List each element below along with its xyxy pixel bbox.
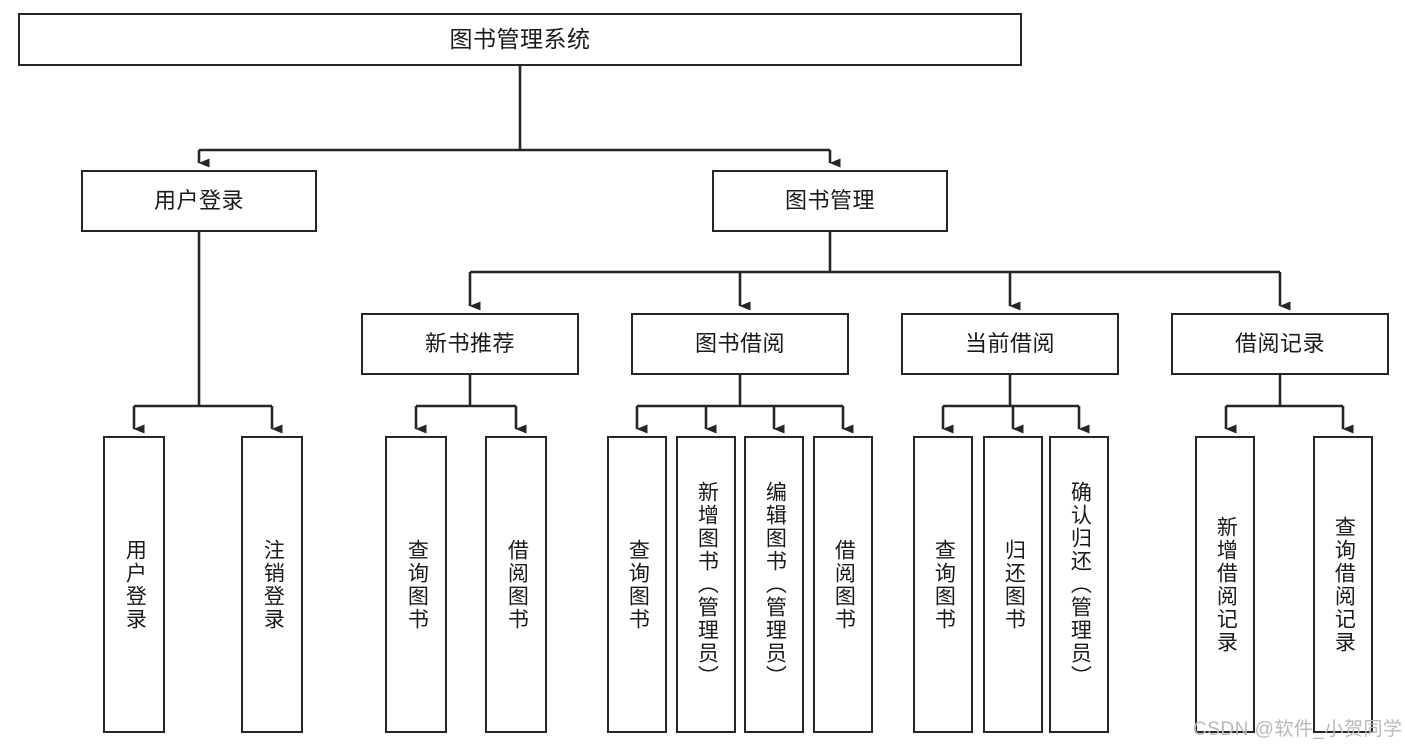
leaf-label: 新增图书（管理员） bbox=[695, 481, 719, 688]
leaf-label: 确认归还（管理员） bbox=[1068, 481, 1092, 688]
node-label: 当前借阅 bbox=[964, 331, 1055, 357]
leaf-label: 借阅图书 bbox=[505, 538, 529, 631]
leaf-label: 查询图书 bbox=[932, 538, 956, 631]
leaf-add-book-admin[interactable]: 新增图书（管理员） bbox=[676, 436, 736, 733]
node-book-borrow[interactable]: 图书借阅 bbox=[631, 313, 849, 375]
node-borrow-records[interactable]: 借阅记录 bbox=[1171, 313, 1389, 375]
leaf-query-borrow-record[interactable]: 查询借阅记录 bbox=[1313, 436, 1373, 733]
node-label: 图书管理 bbox=[784, 188, 875, 214]
leaf-add-borrow-record[interactable]: 新增借阅记录 bbox=[1195, 436, 1255, 733]
leaf-user-login[interactable]: 用户登录 bbox=[103, 436, 165, 733]
leaf-borrow-book-newbook[interactable]: 借阅图书 bbox=[485, 436, 547, 733]
node-root-system[interactable]: 图书管理系统 bbox=[18, 13, 1022, 66]
leaf-query-book-current[interactable]: 查询图书 bbox=[913, 436, 973, 733]
node-label: 图书管理系统 bbox=[449, 26, 591, 53]
leaf-query-book-newbook[interactable]: 查询图书 bbox=[385, 436, 447, 733]
node-label: 借阅记录 bbox=[1234, 331, 1325, 357]
leaf-confirm-return-admin[interactable]: 确认归还（管理员） bbox=[1049, 436, 1109, 733]
node-current-borrow[interactable]: 当前借阅 bbox=[901, 313, 1119, 375]
leaf-label: 编辑图书（管理员） bbox=[763, 481, 787, 688]
leaf-query-book-borrow[interactable]: 查询图书 bbox=[607, 436, 667, 733]
leaf-return-book[interactable]: 归还图书 bbox=[983, 436, 1043, 733]
leaf-label: 查询图书 bbox=[626, 538, 650, 631]
leaf-label: 用户登录 bbox=[123, 538, 147, 631]
node-user-login[interactable]: 用户登录 bbox=[81, 170, 317, 232]
leaf-label: 查询图书 bbox=[405, 538, 429, 631]
node-label: 用户登录 bbox=[153, 188, 244, 214]
node-new-book-recommend[interactable]: 新书推荐 bbox=[361, 313, 579, 375]
node-label: 新书推荐 bbox=[424, 331, 515, 357]
leaf-label: 查询借阅记录 bbox=[1332, 515, 1356, 654]
node-book-management[interactable]: 图书管理 bbox=[712, 170, 948, 232]
leaf-logout[interactable]: 注销登录 bbox=[241, 436, 303, 733]
node-label: 图书借阅 bbox=[694, 331, 785, 357]
leaf-label: 新增借阅记录 bbox=[1214, 515, 1238, 654]
leaf-label: 借阅图书 bbox=[832, 538, 856, 631]
csdn-watermark: CSDN @软件_小贺同学 bbox=[1193, 719, 1403, 740]
leaf-label: 归还图书 bbox=[1002, 538, 1026, 631]
leaf-edit-book-admin[interactable]: 编辑图书（管理员） bbox=[744, 436, 804, 733]
leaf-label: 注销登录 bbox=[261, 538, 285, 631]
leaf-borrow-book[interactable]: 借阅图书 bbox=[813, 436, 873, 733]
